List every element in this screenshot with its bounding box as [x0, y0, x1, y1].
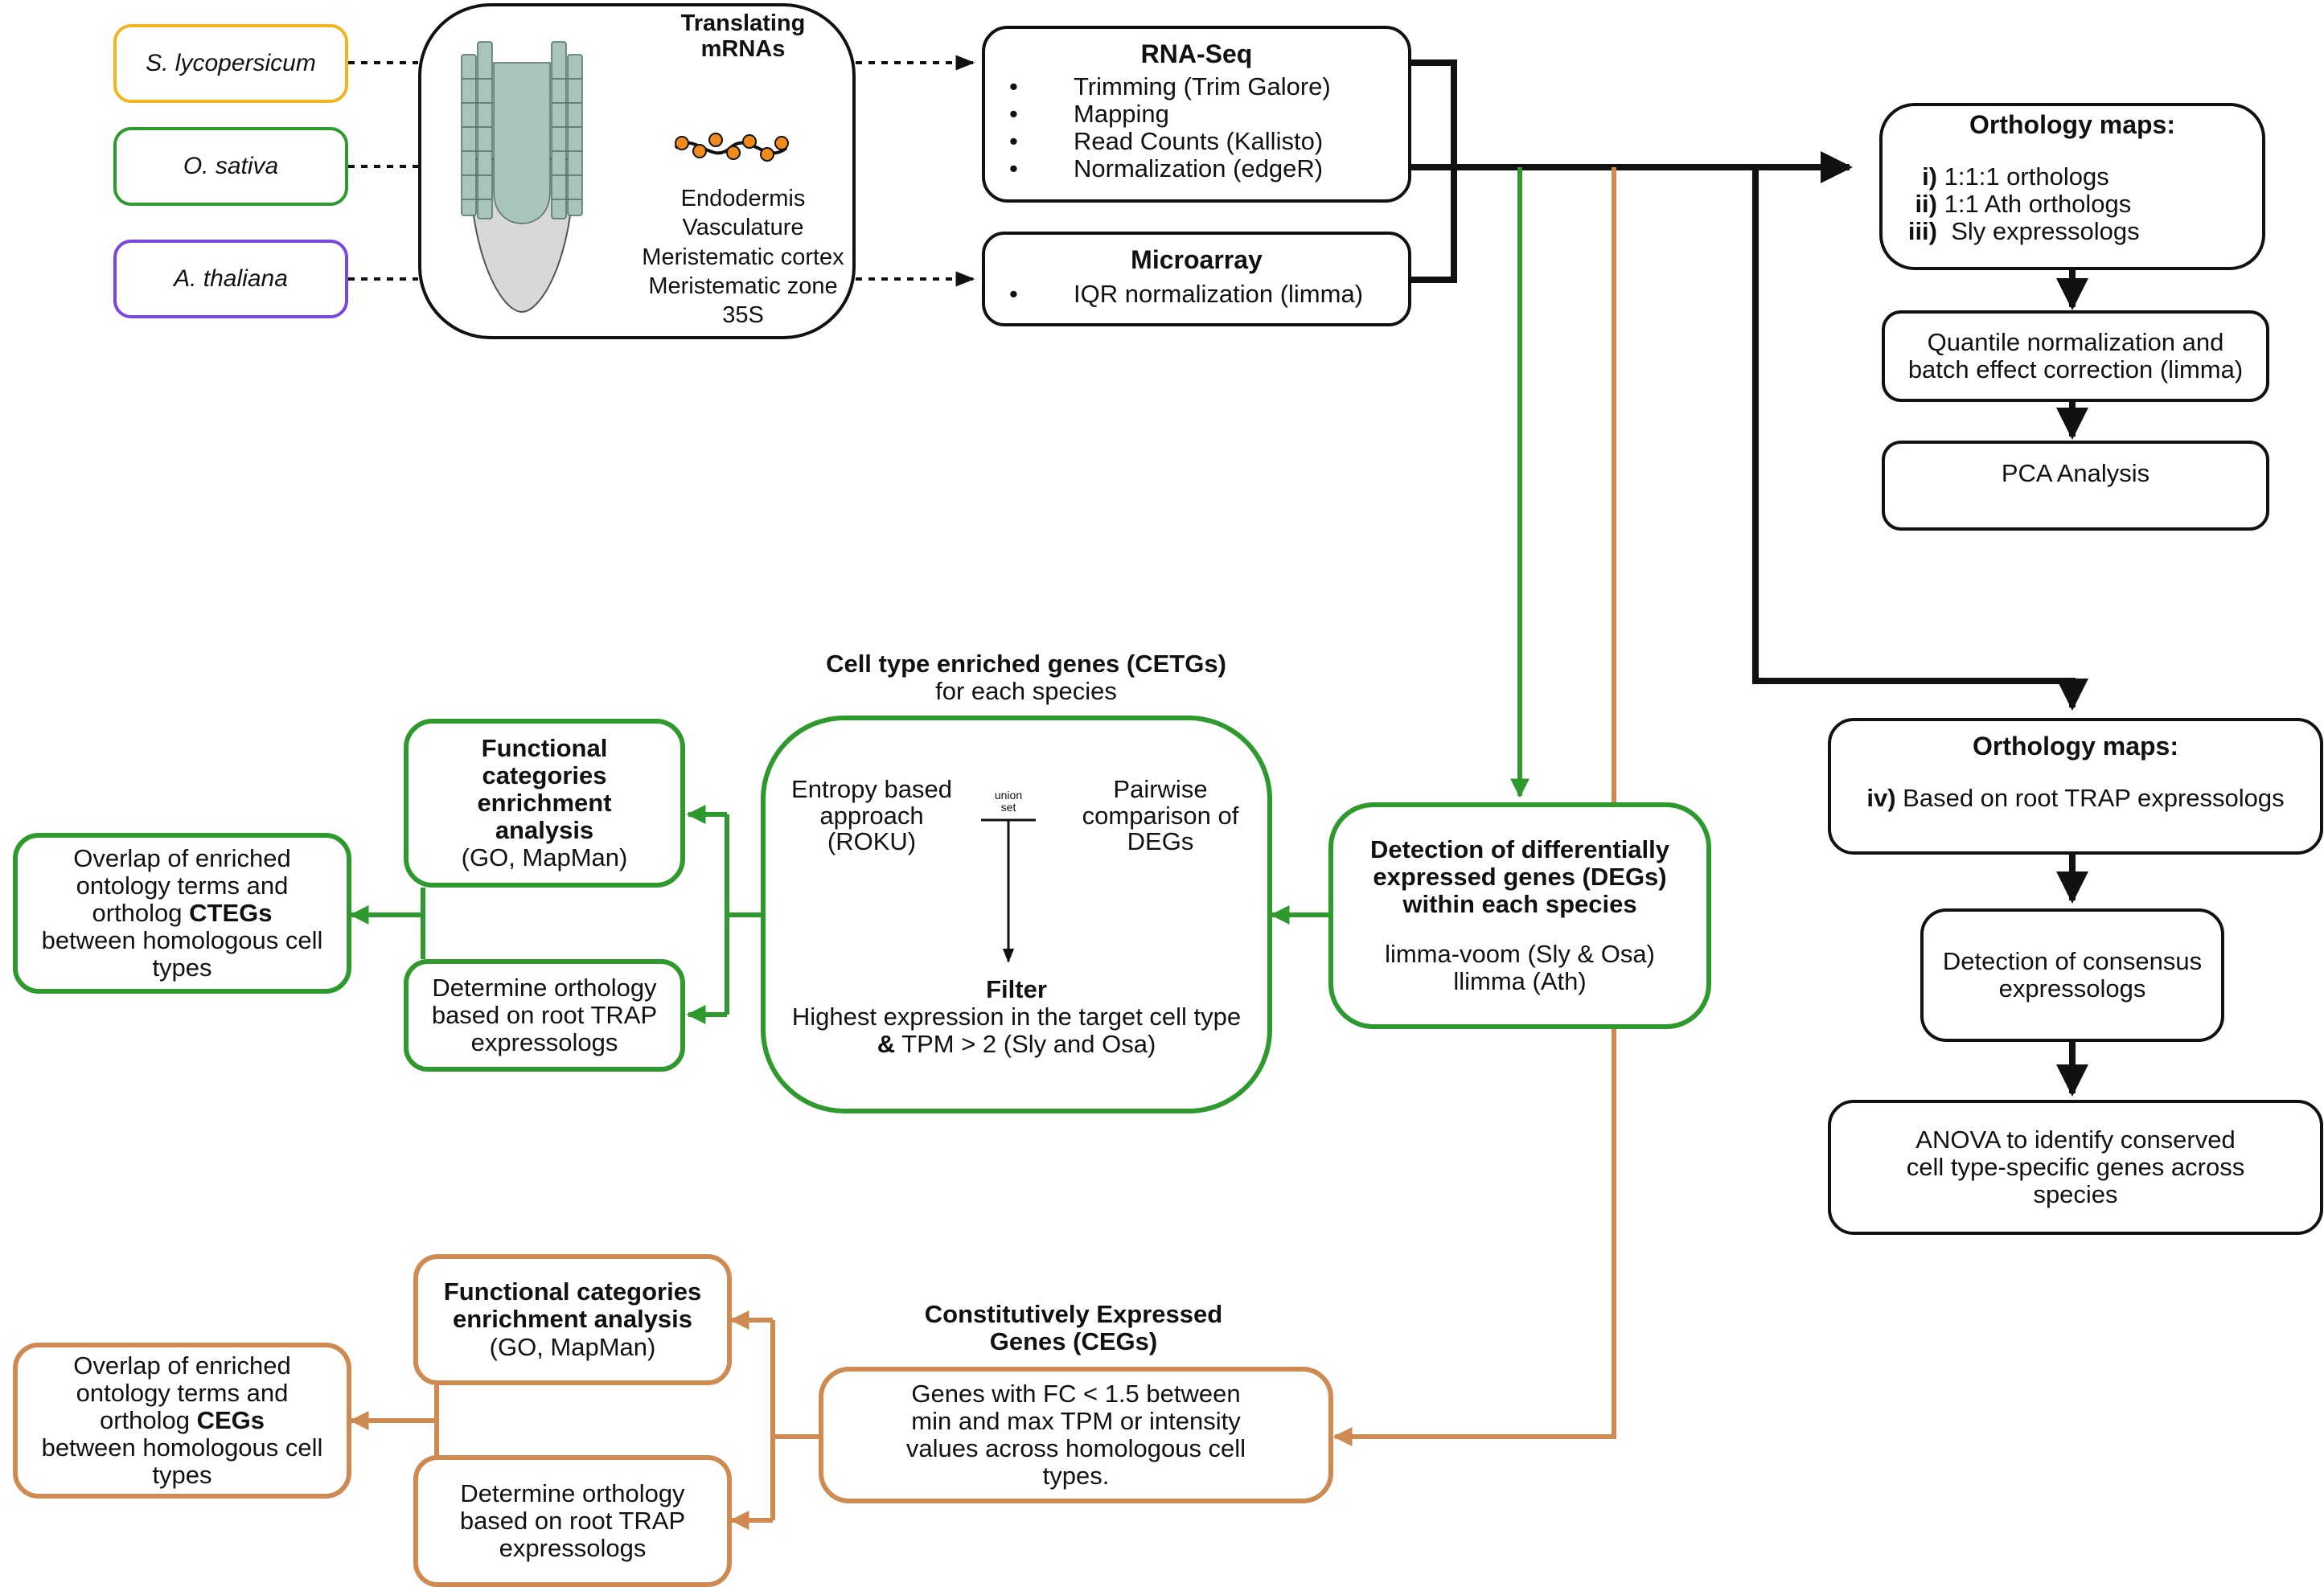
microarray-box: Microarray IQR normalization (limma): [982, 232, 1411, 326]
rnaseq-step: Read Counts (Kallisto): [985, 128, 1408, 156]
orthology-maps-title: Orthology maps:: [1969, 110, 2175, 139]
entropy-approach-label: Entropy based approach (ROKU): [791, 775, 952, 856]
rnaseq-step: Normalization (edgeR): [985, 155, 1408, 183]
ceg-box: Genes with FC < 1.5 between min and max …: [819, 1367, 1333, 1503]
rnaseq-box: RNA-Seq Trimming (Trim Galore) Mapping R…: [982, 26, 1411, 203]
rnaseq-step: Mapping: [985, 100, 1408, 129]
polysome-icon: [674, 133, 789, 162]
deg-detection-box: Detection of differentially expressed ge…: [1328, 802, 1711, 1029]
overlap-box-orange: Overlap of enriched ontology terms and o…: [13, 1343, 351, 1499]
rnaseq-step-list: Trimming (Trim Galore) Mapping Read Coun…: [985, 73, 1408, 183]
root-tip-illustration: [461, 41, 583, 314]
union-set-label: union set: [994, 789, 1023, 814]
functional-enrichment-box-orange: Functional categories enrichment analysi…: [413, 1254, 732, 1385]
merge-bracket: [1411, 59, 1457, 283]
microarray-step-list: IQR normalization (limma): [985, 281, 1408, 309]
species-name: S. lycopersicum: [146, 50, 316, 76]
species-box-osa: O. sativa: [113, 127, 348, 206]
orthology-map-list: i) 1:1:1 orthologs ii) 1:1 Ath orthologs…: [1891, 163, 2140, 245]
anova-box: ANOVA to identify conserved cell type-sp…: [1828, 1100, 2323, 1235]
cetg-box: Entropy based approach (ROKU) union set …: [761, 716, 1272, 1113]
overlap-box-green: Overlap of enriched ontology terms and o…: [13, 833, 351, 994]
branch-to-orthology-iv: [1752, 167, 2088, 711]
trap-box: Translating mRNAs Endodermis Vasculature…: [418, 3, 856, 339]
orthology-map-item: ii) 1:1 Ath orthologs: [1915, 190, 2132, 219]
pca-analysis-box: PCA Analysis: [1882, 441, 2269, 531]
quantile-normalization-box: Quantile normalization and batch effect …: [1882, 310, 2269, 402]
cetg-heading: Cell type enriched genes (CETGs) for eac…: [826, 650, 1226, 706]
consensus-expressologs-box: Detection of consensus expressologs: [1920, 908, 2224, 1042]
orthology-maps-title: Orthology maps:: [1972, 732, 2178, 761]
species-box-sly: S. lycopersicum: [113, 24, 348, 103]
ceg-heading: Constitutively Expressed Genes (CEGs): [924, 1300, 1223, 1356]
union-arrow: [981, 818, 1036, 963]
functional-enrichment-box-green: Functional categories enrichment analysi…: [404, 719, 685, 888]
orange-arrow-to-ceg: [1332, 1029, 1616, 1446]
ribosome-dots: [675, 133, 789, 162]
rnaseq-step: Trimming (Trim Galore): [985, 73, 1408, 101]
determine-orthology-box-green: Determine orthology based on root TRAP e…: [404, 959, 685, 1072]
filter-block: Filter Highest expression in the target …: [766, 975, 1267, 1058]
filter-title: Filter: [986, 975, 1047, 1003]
orthology-map-item: iv) Based on root TRAP expressologs: [1866, 784, 2285, 813]
microarray-step: IQR normalization (limma): [985, 281, 1408, 309]
orthology-map-item: iii) Sly expressologs: [1907, 217, 2140, 246]
trap-title: Translating mRNAs: [680, 10, 806, 62]
species-box-ath: A. thaliana: [113, 240, 348, 318]
orthology-maps-box-2: Orthology maps: iv) Based on root TRAP e…: [1828, 718, 2323, 855]
microarray-title: Microarray: [1131, 245, 1263, 274]
determine-orthology-box-orange: Determine orthology based on root TRAP e…: [413, 1455, 732, 1587]
root-cell-columns: [461, 41, 583, 224]
trap-cell-types: Endodermis Vasculature Meristematic cort…: [642, 186, 844, 328]
species-name: A. thaliana: [174, 265, 288, 292]
root-cell-walls: [462, 78, 582, 200]
orthology-maps-box-1: Orthology maps: i) 1:1:1 orthologs ii) 1…: [1879, 103, 2265, 270]
pairwise-comparison-label: Pairwise comparison of DEGs: [1082, 775, 1239, 856]
species-name: O. sativa: [183, 153, 279, 179]
orthology-map-item: i) 1:1:1 orthologs: [1922, 162, 2109, 191]
rnaseq-title: RNA-Seq: [1140, 39, 1253, 68]
